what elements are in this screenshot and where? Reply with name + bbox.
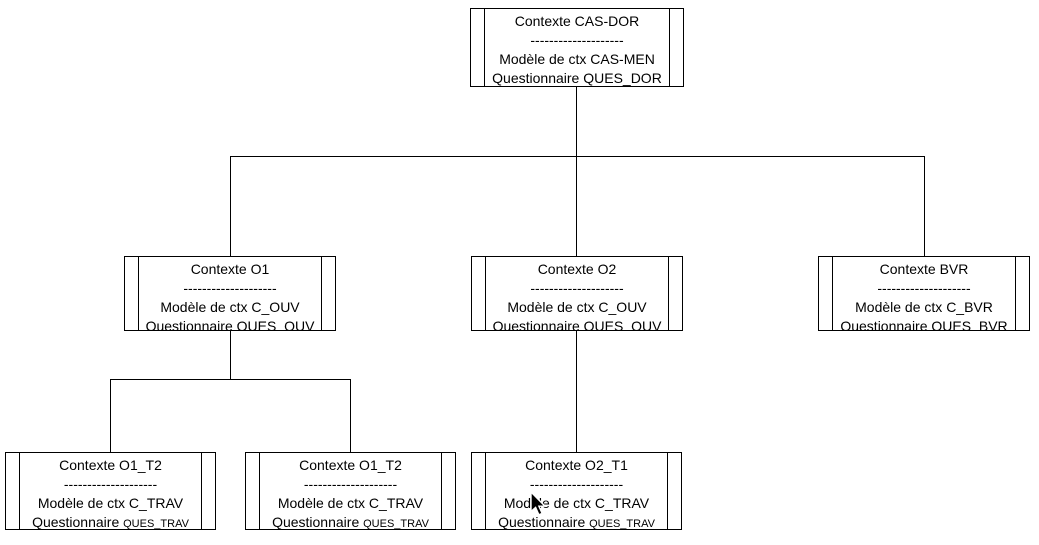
node-separator: -------------------- <box>530 280 624 296</box>
node-title: Contexte O2_T1 <box>525 457 628 473</box>
questionnaire-value: QUES_OUV <box>236 318 315 330</box>
node-title: Contexte CAS-DOR <box>514 13 640 29</box>
node-questionnaire-line: Questionnaire QUES_TRAV <box>20 513 201 529</box>
node-questionnaire-line: Questionnaire QUES_OUV <box>486 317 668 330</box>
questionnaire-label: Questionnaire <box>492 70 580 86</box>
connector-vertical-line <box>230 156 231 256</box>
node-title: Contexte O1_T2 <box>299 457 402 473</box>
node-separator: -------------------- <box>303 476 398 492</box>
connector-vertical-line <box>110 379 111 452</box>
model-label: Modèle de ctx <box>499 51 587 67</box>
model-value: C_TRAV <box>368 495 424 511</box>
questionnaire-value: QUES_OUV <box>583 318 662 330</box>
connector-horizontal-line <box>110 379 351 380</box>
context-node-o1-t2-b[interactable]: Contexte O1_T2 -------------------- Modè… <box>245 452 456 530</box>
context-node-o2[interactable]: Contexte O2 -------------------- Modèle … <box>471 256 683 331</box>
context-node-cas-dor[interactable]: Contexte CAS-DOR -------------------- Mo… <box>470 8 684 87</box>
questionnaire-value: QUES_DOR <box>583 70 662 86</box>
node-separator: -------------------- <box>63 476 158 492</box>
model-label: Modèle de ctx <box>37 495 126 511</box>
questionnaire-value: QUES_TRAV <box>123 518 189 529</box>
node-model-line: Modèle de ctx C_TRAV <box>486 494 667 513</box>
node-separator: -------------------- <box>530 32 624 48</box>
node-right-compartment <box>667 453 681 529</box>
node-left-compartment <box>472 257 486 330</box>
node-model-line: Modèle de ctx C_OUV <box>139 298 321 317</box>
node-title: Contexte BVR <box>879 261 969 277</box>
model-value: C_TRAV <box>128 495 184 511</box>
model-label: Modèle de ctx <box>503 495 592 511</box>
model-value: C_OUV <box>251 299 300 315</box>
model-label: Modèle de ctx <box>507 299 595 315</box>
node-content: Contexte CAS-DOR -------------------- Mo… <box>485 9 669 86</box>
connector-vertical-line <box>576 156 577 256</box>
node-content: Contexte BVR -------------------- Modèle… <box>833 257 1015 330</box>
model-value: C_OUV <box>598 299 647 315</box>
model-value: C_BVR <box>946 299 993 315</box>
node-questionnaire-line: Questionnaire QUES_TRAV <box>260 513 441 529</box>
context-node-o1-t2-a[interactable]: Contexte O1_T2 -------------------- Modè… <box>5 452 216 530</box>
node-right-compartment <box>321 257 335 330</box>
connector-vertical-line <box>230 331 231 379</box>
node-separator: -------------------- <box>529 476 624 492</box>
questionnaire-value: QUES_TRAV <box>589 518 655 529</box>
questionnaire-label: Questionnaire <box>145 318 233 330</box>
node-left-compartment <box>246 453 260 529</box>
node-content: Contexte O2 -------------------- Modèle … <box>486 257 668 330</box>
connector-vertical-line <box>350 379 351 452</box>
node-left-compartment <box>471 9 485 86</box>
node-separator: -------------------- <box>877 280 971 296</box>
questionnaire-label: Questionnaire <box>498 514 586 529</box>
node-content: Contexte O1_T2 -------------------- Modè… <box>260 453 441 529</box>
node-content: Contexte O2_T1 -------------------- Modè… <box>486 453 667 529</box>
node-model-line: Modèle de ctx C_TRAV <box>20 494 201 513</box>
questionnaire-label: Questionnaire <box>32 514 120 529</box>
node-left-compartment <box>125 257 139 330</box>
node-title: Contexte O2 <box>537 261 617 277</box>
node-model-line: Modèle de ctx C_OUV <box>486 298 668 317</box>
node-title: Contexte O1 <box>190 261 270 277</box>
node-left-compartment <box>6 453 20 529</box>
connector-horizontal-line <box>230 156 925 157</box>
context-node-o1[interactable]: Contexte O1 -------------------- Modèle … <box>124 256 336 331</box>
questionnaire-label: Questionnaire <box>840 318 928 330</box>
model-value: CAS-MEN <box>590 51 655 67</box>
context-node-bvr[interactable]: Contexte BVR -------------------- Modèle… <box>818 256 1030 331</box>
connector-vertical-line <box>576 87 577 156</box>
questionnaire-label: Questionnaire <box>272 514 360 529</box>
node-model-line: Modèle de ctx C_BVR <box>833 298 1015 317</box>
node-right-compartment <box>201 453 215 529</box>
connector-vertical-line <box>924 156 925 256</box>
node-separator: -------------------- <box>183 280 277 296</box>
node-right-compartment <box>1015 257 1029 330</box>
node-right-compartment <box>668 257 682 330</box>
model-label: Modèle de ctx <box>160 299 248 315</box>
node-questionnaire-line: Questionnaire QUES_BVR <box>833 317 1015 330</box>
model-label: Modèle de ctx <box>277 495 366 511</box>
model-label: Modèle de ctx <box>855 299 943 315</box>
connector-vertical-line <box>576 331 577 452</box>
questionnaire-label: Questionnaire <box>492 318 580 330</box>
questionnaire-value: QUES_TRAV <box>363 518 429 529</box>
node-model-line: Modèle de ctx CAS-MEN <box>485 50 669 69</box>
node-right-compartment <box>669 9 683 86</box>
node-left-compartment <box>819 257 833 330</box>
node-questionnaire-line: Questionnaire QUES_OUV <box>139 317 321 330</box>
node-model-line: Modèle de ctx C_TRAV <box>260 494 441 513</box>
node-left-compartment <box>472 453 486 529</box>
node-right-compartment <box>441 453 455 529</box>
node-content: Contexte O1 -------------------- Modèle … <box>139 257 321 330</box>
node-title: Contexte O1_T2 <box>59 457 162 473</box>
node-questionnaire-line: Questionnaire QUES_DOR <box>485 69 669 86</box>
context-node-o2-t1[interactable]: Contexte O2_T1 -------------------- Modè… <box>471 452 682 530</box>
node-content: Contexte O1_T2 -------------------- Modè… <box>20 453 201 529</box>
model-value: C_TRAV <box>594 495 650 511</box>
node-questionnaire-line: Questionnaire QUES_TRAV <box>486 513 667 529</box>
questionnaire-value: QUES_BVR <box>931 318 1008 330</box>
